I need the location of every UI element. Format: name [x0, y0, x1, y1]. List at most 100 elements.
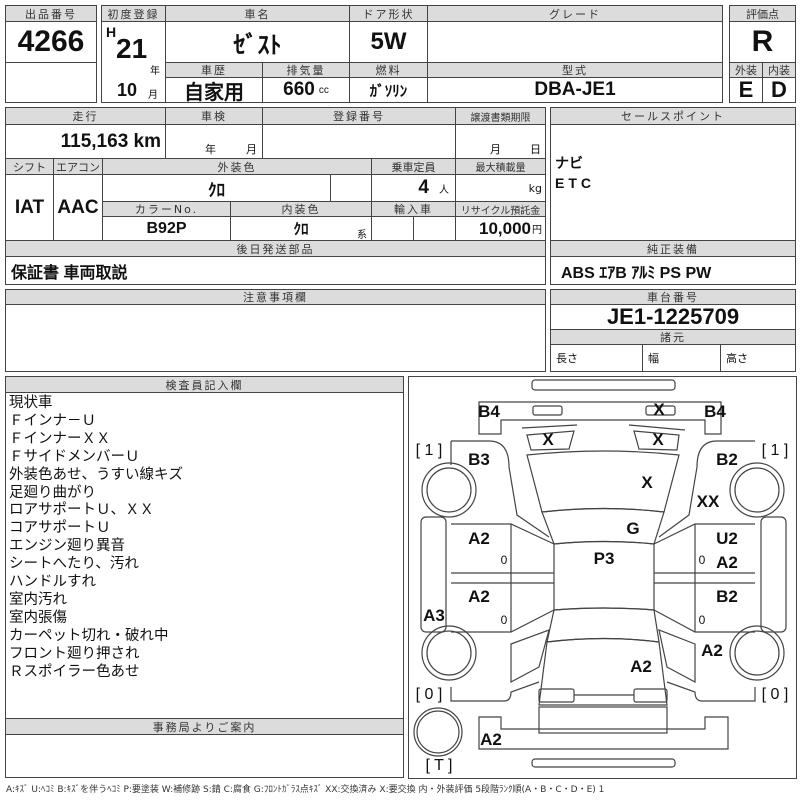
shift-label: シフト: [5, 158, 54, 175]
door-label: ドア形状: [349, 5, 428, 22]
note-line: Ｒスポイラー色あせ: [9, 663, 140, 680]
note-line: Ｆインナ－Ｕ: [9, 412, 96, 429]
damage-mark: A2: [701, 641, 723, 660]
damage-mark: B4: [704, 402, 726, 421]
office-box: [5, 734, 404, 778]
chassis-number: JE1-1225709: [550, 304, 796, 330]
plate-label: 登録番号: [262, 107, 456, 125]
door-mark: 0: [500, 553, 508, 567]
ac-label: エアコン: [53, 158, 103, 175]
damage-mark: B2: [716, 587, 738, 606]
damage-mark: B3: [468, 450, 490, 469]
note-line: 室内張傷: [9, 609, 67, 626]
note-line: カーペット切れ・破れ中: [9, 627, 169, 644]
car-outline-icon: [413, 379, 787, 768]
reg-year: 21: [116, 33, 148, 64]
damage-mark: P3: [593, 549, 615, 568]
specs-label: 諸元: [550, 329, 796, 345]
damage-mark: A2: [468, 529, 490, 548]
reg-era: H: [106, 24, 117, 40]
damage-mark: X: [653, 400, 665, 419]
sales-item: ナビ: [555, 155, 583, 171]
import-cell-2: [413, 216, 456, 241]
history: 自家用: [165, 77, 263, 104]
car-name-label: 車名: [165, 5, 350, 22]
max-load-label: 最大積載量: [455, 158, 546, 175]
damage-mark: B2: [716, 450, 738, 469]
note-line: 現状車: [9, 395, 53, 411]
model-code: DBA-JE1: [427, 77, 723, 103]
recycle-unit: 円: [532, 225, 542, 236]
damage-mark: A2: [468, 587, 490, 606]
note-line: 室内汚れ: [9, 591, 67, 608]
tire-tread-rr: [ 0 ]: [761, 686, 789, 703]
reg-year-unit: 年: [150, 66, 160, 77]
damage-mark: A2: [716, 553, 738, 572]
int-color-label: 内装色: [230, 201, 372, 217]
int-score: D: [762, 77, 796, 103]
model-label: 型式: [427, 62, 723, 78]
displacement-label: 排気量: [262, 62, 350, 78]
reg-month-unit: 月: [148, 90, 158, 101]
note-line: エンジン廻り異音: [9, 538, 125, 555]
capacity-label: 乗車定員: [371, 158, 456, 175]
damage-mark: G: [626, 519, 640, 538]
displacement-value: 660: [283, 79, 315, 100]
lot-number: 4266: [5, 21, 97, 63]
transfer-label: 譲渡書類期限: [455, 107, 546, 125]
note-line: ハンドルすれ: [9, 574, 96, 591]
recycle-label: リサイクル預託金: [455, 201, 546, 217]
int-color-unit: 系: [357, 230, 367, 241]
car-name: ｾﾞｽﾄ: [165, 21, 350, 63]
damage-mark: B4: [478, 402, 500, 421]
ext-score-label: 外装: [729, 62, 763, 78]
door-mark: 0: [500, 613, 508, 627]
grade-value: [427, 21, 723, 63]
capacity-unit: 人: [439, 184, 449, 196]
damage-mark: X: [652, 430, 664, 449]
spare-tire-mark: [ T ]: [425, 757, 453, 774]
note-line: ＦサイドメンバーＵ: [9, 448, 140, 465]
spec-height: 高さ: [720, 344, 796, 372]
int-score-label: 内装: [762, 62, 796, 78]
note-line: ＦインナーＸＸ: [9, 430, 111, 447]
score: R: [729, 21, 796, 63]
score-label: 評価点: [729, 5, 796, 22]
fuel-label: 燃料: [349, 62, 428, 78]
note-line: 外装色あせ、うすい線キズ: [9, 466, 183, 483]
equipment: ABS ｴｱB ｱﾙﾐ PS PW: [550, 256, 796, 285]
caution-label: 注意事項欄: [5, 289, 546, 305]
note-line: シートへたり、汚れ: [9, 556, 139, 573]
shift: IAT: [5, 174, 54, 241]
chassis-label: 車台番号: [550, 289, 796, 305]
color-no: B92P: [102, 216, 231, 241]
transfer-month-unit: 月: [490, 143, 501, 156]
recycle-value: 10,000: [479, 218, 531, 238]
transfer-value: [455, 124, 546, 159]
lot-label: 出品番号: [5, 5, 97, 22]
inspection-label: 車検: [165, 107, 263, 125]
plate-value: [262, 124, 456, 159]
capacity-value: 4: [418, 177, 429, 198]
fuel: ｶﾞｿﾘﾝ: [349, 77, 428, 103]
tire-tread-rl: [ 0 ]: [415, 686, 443, 703]
color-no-label: カラーNo.: [102, 201, 231, 217]
ext-color-blank: [330, 174, 372, 202]
reg-month: 10: [117, 80, 138, 100]
damage-mark: A2: [630, 657, 652, 676]
damage-mark: XX: [696, 492, 720, 511]
note-line: ロアサポートＵ、ＸＸ: [9, 502, 154, 519]
caution-box: [5, 304, 546, 372]
note-line: コアサポートＵ: [9, 520, 111, 537]
later-parts-label: 後日発送部品: [5, 240, 546, 257]
ext-color-label: 外装色: [102, 158, 372, 175]
reg-label: 初度登録: [101, 5, 166, 22]
damage-diagram: B4 X B4 X X [ 1 ] [ 1 ] B3 B2 X XX G A2 …: [408, 376, 797, 779]
mileage-label: 走行: [5, 107, 166, 125]
mileage: 115,163 km: [5, 124, 166, 159]
inspector-notes: 現状車 Ｆインナ－Ｕ ＦインナーＸＸ ＦサイドメンバーＵ 外装色あせ、うすい線キ…: [9, 395, 183, 682]
transfer-day-unit: 日: [530, 143, 541, 156]
